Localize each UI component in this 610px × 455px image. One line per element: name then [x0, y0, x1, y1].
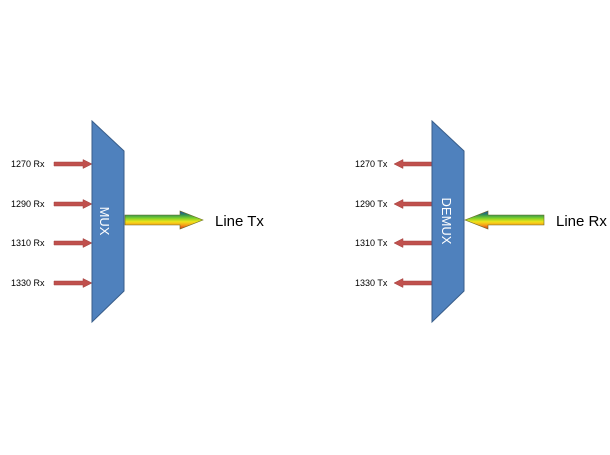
mux-input-label-1330: 1330 Rx: [11, 278, 45, 288]
demux-block: [431, 119, 465, 324]
mux-section: MUX Line Tx 1270 Rx 1290 Rx 1310 Rx 1330…: [11, 119, 264, 324]
mux-input-label-1290: 1290 Rx: [11, 199, 45, 209]
line-tx-label: Line Tx: [215, 213, 264, 230]
mux-input-arrow-1270: [53, 159, 93, 169]
demux-output-arrows: [393, 159, 433, 288]
mux-block: [91, 119, 125, 324]
mux-line-tx-arrow: [124, 210, 204, 230]
demux-output-label-1310: 1310 Tx: [355, 238, 388, 248]
demux-output-arrow-1270: [393, 159, 433, 169]
demux-block-label: DEMUX: [439, 198, 454, 245]
mux-input-arrow-1290: [53, 199, 93, 209]
demux-output-arrow-1310: [393, 238, 433, 248]
mux-input-arrow-1330: [53, 278, 93, 288]
demux-line-rx-arrow: [464, 210, 545, 230]
demux-section: DEMUX Line Rx 1270 Tx 1290 Tx 1310 Tx 13…: [355, 119, 607, 324]
demux-output-label-1330: 1330 Tx: [355, 278, 388, 288]
demux-output-label-1290: 1290 Tx: [355, 199, 388, 209]
mux-input-arrow-1310: [53, 238, 93, 248]
demux-output-label-1270: 1270 Tx: [355, 159, 388, 169]
mux-input-label-1270: 1270 Rx: [11, 159, 45, 169]
demux-output-arrow-1290: [393, 199, 433, 209]
line-rx-label: Line Rx: [556, 213, 607, 230]
demux-output-arrow-1330: [393, 278, 433, 288]
mux-input-label-1310: 1310 Rx: [11, 238, 45, 248]
mux-block-label: MUX: [97, 207, 112, 236]
mux-input-arrows: [53, 159, 93, 288]
